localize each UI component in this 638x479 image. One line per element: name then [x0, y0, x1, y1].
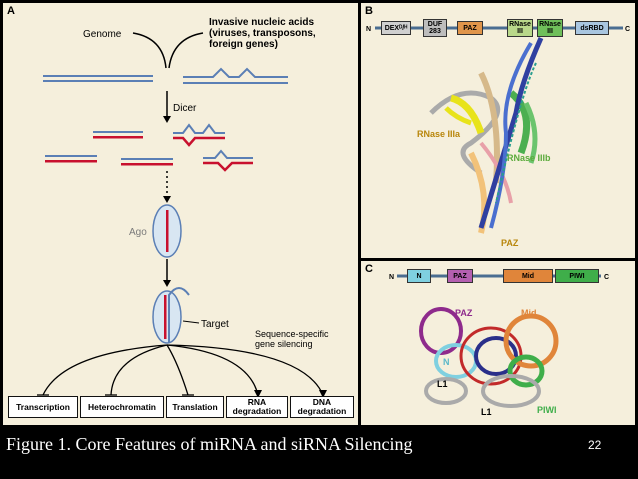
- panel-c-diagram: N C PAZ Mid N L1 L1 PIWI: [389, 274, 609, 417]
- n-domain-label: N: [443, 357, 450, 367]
- domain-dsrbd: dsRBD: [575, 21, 609, 35]
- domain-mid: Mid: [503, 269, 553, 283]
- l1-label-b: L1: [481, 407, 492, 417]
- caption-bar: [0, 428, 638, 479]
- rnase-iiia-label: RNase IIIa: [417, 129, 461, 139]
- invasive-line-2: (viruses, transposons,: [209, 28, 316, 39]
- dsrna-invasive: [183, 67, 288, 84]
- panel-a-diagram: Genome Invasive nucleic acids (viruses, …: [37, 17, 329, 398]
- panel-b: B N C RNase IIIa RNase IIIb PAZ DEXᴰ/ᴴ D…: [361, 3, 635, 258]
- invasive-line-1: Invasive nucleic acids: [209, 17, 314, 28]
- domain-n: N: [407, 269, 431, 283]
- domain-dexdh: DEXᴰ/ᴴ: [381, 21, 411, 35]
- l1-label-a: L1: [437, 379, 448, 389]
- domain-rnase-iiib: RNase III: [537, 19, 563, 37]
- silencing-line-1: Sequence-specific: [255, 329, 329, 339]
- target-label: Target: [201, 319, 229, 330]
- argonaute-c-terminus: C: [604, 274, 609, 281]
- domain-paz-c: PAZ: [447, 269, 473, 283]
- invasive-arrow: [168, 32, 204, 69]
- domain-rnase-iiia: RNase III: [507, 19, 533, 37]
- rnase-iiib-label: RNase IIIb: [507, 153, 551, 163]
- outcome-transcription: Transcription: [8, 396, 78, 418]
- outcome-translation: Translation: [166, 396, 224, 418]
- dicer-label: Dicer: [173, 103, 197, 114]
- dicer-n-terminus: N: [366, 26, 371, 33]
- outcome-dna-degradation: DNA degradation: [290, 396, 354, 418]
- genome-arrow: [132, 32, 167, 69]
- piwi-label: PIWI: [537, 405, 557, 415]
- outcome-heterochromatin: Heterochromatin: [80, 396, 164, 418]
- dicer-structure: [429, 36, 544, 234]
- panel-a-label: A: [7, 5, 15, 17]
- panel-a: A Genome Invasive nucleic acids (viruses…: [3, 3, 358, 425]
- panel-b-diagram: N C RNase IIIa RNase IIIb PAZ: [366, 26, 630, 248]
- outcome-branches: [37, 344, 324, 396]
- mid-label: Mid: [521, 308, 537, 318]
- invasive-line-3: foreign genes): [209, 39, 278, 50]
- ago-target-complex: [152, 290, 182, 344]
- small-rnas: [45, 123, 253, 172]
- ago-label: Ago: [129, 227, 147, 238]
- panel-c: C N C PAZ Mid N L1 L1 PIWI N PAZ Mid PIW…: [361, 261, 635, 425]
- paz-structure-label: PAZ: [501, 238, 519, 248]
- outcome-rna-degradation: RNA degradation: [226, 396, 288, 418]
- figure-caption: Figure 1. Core Features of miRNA and siR…: [6, 434, 413, 454]
- domain-paz: PAZ: [457, 21, 483, 35]
- argonaute-structure: [419, 307, 559, 408]
- dsrna-genome: [43, 75, 153, 82]
- domain-piwi: PIWI: [555, 269, 599, 283]
- argonaute-n-terminus: N: [389, 274, 394, 281]
- panel-b-label: B: [365, 5, 373, 17]
- genome-label: Genome: [83, 29, 122, 40]
- dicer-c-terminus: C: [625, 26, 630, 33]
- target-mrna: [168, 287, 190, 343]
- panel-c-label: C: [365, 263, 373, 275]
- domain-duf283: DUF 283: [423, 19, 447, 37]
- page-number: 22: [588, 438, 602, 452]
- paz-label: PAZ: [455, 308, 473, 318]
- silencing-line-2: gene silencing: [255, 339, 313, 349]
